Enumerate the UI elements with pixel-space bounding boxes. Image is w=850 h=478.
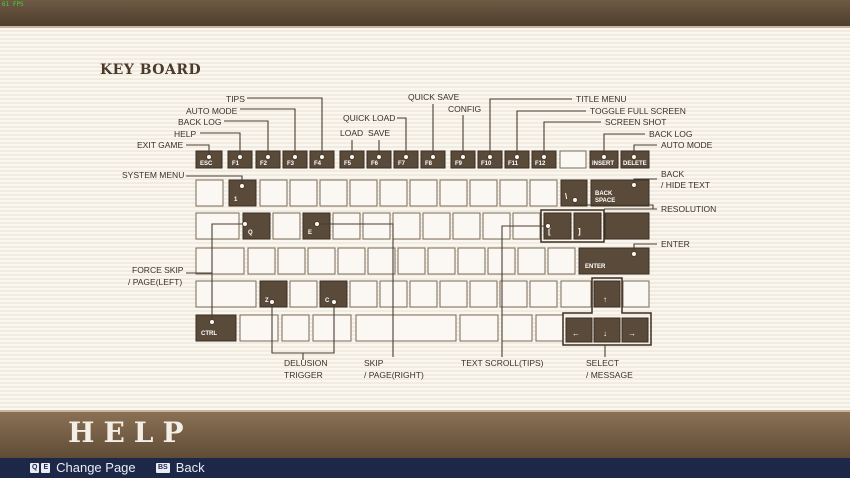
key-z-label: Z xyxy=(265,298,269,304)
key-up-label: ↑ xyxy=(603,295,607,304)
key-f3-label: F3 xyxy=(287,161,295,167)
footer-band xyxy=(0,410,850,460)
label-title-menu: TITLE MENU xyxy=(576,94,627,104)
key-enter-top xyxy=(604,212,650,240)
key-f9-label: F9 xyxy=(455,161,463,167)
key-down xyxy=(593,317,621,343)
change-page-button[interactable]: Q E Change Page xyxy=(30,460,136,475)
key-f4-label: F4 xyxy=(314,161,322,167)
back-button[interactable]: BS Back xyxy=(156,460,205,475)
key-rbracket xyxy=(573,212,602,240)
top-bar: 61 FPS xyxy=(0,0,850,28)
key-e-label: E xyxy=(308,230,312,236)
arrow-keys-highlight xyxy=(562,277,652,346)
label-delusion-1: DELUSION xyxy=(284,358,327,368)
key-ctrl-label: CTRL xyxy=(201,331,217,337)
change-page-label: Change Page xyxy=(56,460,136,475)
back-label: Back xyxy=(175,460,205,475)
key-left-label: ← xyxy=(572,329,580,338)
key-function-labels: TIPS AUTO MODE BACK LOG HELP EXIT GAME Q… xyxy=(122,92,716,380)
key-right-label: → xyxy=(628,329,636,338)
key-q-label: Q xyxy=(248,230,253,236)
label-load: LOAD xyxy=(340,128,363,138)
number-key-row: 1 \ BACK SPACE xyxy=(195,179,650,207)
label-select-1: SELECT xyxy=(586,358,619,368)
label-toggle-full-screen: TOGGLE FULL SCREEN xyxy=(590,106,686,116)
label-delusion-2: TRIGGER xyxy=(284,370,323,380)
label-screen-shot: SCREEN SHOT xyxy=(605,117,666,127)
key-f7-label: F7 xyxy=(398,161,406,167)
label-auto-mode-right: AUTO MODE xyxy=(661,140,713,150)
key-enter-label: ENTER xyxy=(585,264,606,270)
key-f1-label: F1 xyxy=(232,161,240,167)
label-text-scroll: TEXT SCROLL(TIPS) xyxy=(461,358,544,368)
key-blank xyxy=(559,150,587,169)
label-skip-2: / PAGE(RIGHT) xyxy=(364,370,424,380)
label-back-hide-1: BACK xyxy=(661,169,684,179)
label-force-skip-1: FORCE SKIP xyxy=(132,265,184,275)
key-f6-label: F6 xyxy=(371,161,379,167)
key-backspace-label-2: SPACE xyxy=(595,198,615,204)
label-back-log-right: BACK LOG xyxy=(649,129,692,139)
key-f12-label: F12 xyxy=(535,161,546,167)
key-f10-label: F10 xyxy=(481,161,492,167)
label-force-skip-2: / PAGE(LEFT) xyxy=(128,277,182,287)
label-skip-1: SKIP xyxy=(364,358,384,368)
e-key-icon: E xyxy=(41,462,51,473)
key-f2-label: F2 xyxy=(260,161,268,167)
page-heading: KEY BOARD xyxy=(100,62,202,78)
key-right xyxy=(621,317,649,343)
label-quick-save: QUICK SAVE xyxy=(408,92,460,102)
key-1-label: 1 xyxy=(234,197,238,203)
key-enter xyxy=(578,247,650,275)
help-heading: HELP xyxy=(68,416,193,449)
leader-dots xyxy=(206,154,637,325)
key-left xyxy=(565,317,593,343)
key-backslash-label: \ xyxy=(565,192,568,201)
key-insert-label: INSERT xyxy=(592,161,614,167)
label-back-hide-2: / HIDE TEXT xyxy=(661,180,710,190)
key-f11-label: F11 xyxy=(508,161,519,167)
function-key-row: ESC F1 F2 F3 F4 F5 F6 F7 F8 F9 F10 F11 F… xyxy=(195,150,650,169)
key-up xyxy=(593,280,621,308)
label-save: SAVE xyxy=(368,128,390,138)
label-quick-load: QUICK LOAD xyxy=(343,113,395,123)
key-backspace-label-1: BACK xyxy=(595,191,613,197)
qwerty-key-row: Q E [ ] xyxy=(195,209,650,243)
label-select-2: / MESSAGE xyxy=(586,370,633,380)
key-rbracket-label: ] xyxy=(578,227,581,236)
key-space xyxy=(355,314,457,342)
label-system-menu: SYSTEM MENU xyxy=(122,170,184,180)
key-backspace xyxy=(590,179,650,207)
key-lbracket-label: [ xyxy=(548,227,551,236)
key-f5-label: F5 xyxy=(344,161,352,167)
backspace-key-icon: BS xyxy=(156,462,170,473)
key-ctrl xyxy=(195,314,237,342)
label-exit-game: EXIT GAME xyxy=(137,140,183,150)
key-c-label: C xyxy=(325,298,330,304)
label-back-log-left: BACK LOG xyxy=(178,117,221,127)
q-key-icon: Q xyxy=(30,462,40,473)
nav-bar xyxy=(0,458,850,478)
fps-counter: 61 FPS xyxy=(2,1,24,8)
label-auto-mode-left: AUTO MODE xyxy=(186,106,238,116)
label-config: CONFIG xyxy=(448,104,481,114)
key-f8-label: F8 xyxy=(425,161,433,167)
zxcv-key-row: Z C ↑ xyxy=(195,280,650,308)
label-resolution: RESOLUTION xyxy=(661,204,716,214)
key-delete-label: DELETE xyxy=(623,161,647,167)
key-esc-label: ESC xyxy=(200,161,213,167)
leader-lines xyxy=(186,97,657,360)
asdf-key-row: ENTER xyxy=(195,247,650,275)
label-help: HELP xyxy=(174,129,197,139)
label-tips: TIPS xyxy=(226,94,245,104)
key-down-label: ↓ xyxy=(603,329,607,338)
label-enter: ENTER xyxy=(661,239,690,249)
